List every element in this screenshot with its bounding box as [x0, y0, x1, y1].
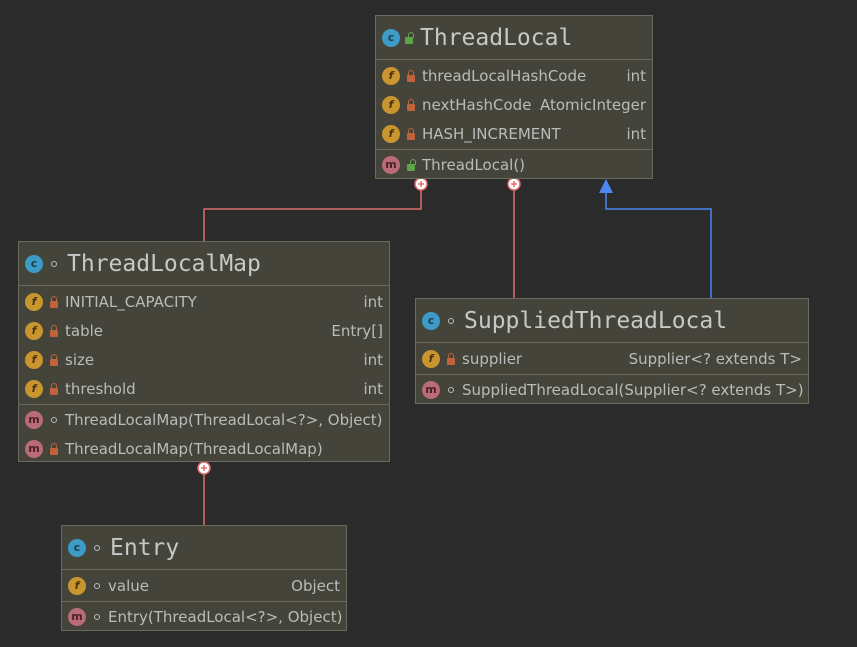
method-row[interactable]: m ThreadLocalMap(ThreadLocalMap)	[19, 434, 389, 463]
class-node-threadlocal[interactable]: c ThreadLocal f threadLocalHashCode int …	[375, 15, 653, 179]
method-icon: m	[25, 439, 43, 458]
class-icon: c	[422, 311, 440, 330]
field-type: Supplier<? extends T>	[628, 349, 802, 368]
class-node-entry[interactable]: c Entry f value Object m Entry(ThreadLoc…	[61, 525, 347, 631]
package-visibility-icon	[51, 260, 57, 267]
field-name: threshold	[65, 379, 136, 398]
field-icon: f	[25, 379, 43, 398]
field-name: size	[65, 350, 95, 369]
class-title: Entry	[110, 534, 180, 561]
package-visibility-icon	[94, 582, 100, 589]
class-header: c SuppliedThreadLocal	[416, 299, 808, 343]
method-signature: ThreadLocalMap(ThreadLocalMap)	[65, 439, 323, 458]
field-icon: f	[25, 350, 43, 369]
final-field-icon: f	[382, 95, 400, 114]
field-icon: f	[68, 576, 86, 595]
private-lock-icon	[406, 69, 416, 82]
fields-section: f threadLocalHashCode int f nextHashCode…	[376, 60, 652, 150]
class-icon: c	[68, 538, 86, 557]
field-row[interactable]: f INITIAL_CAPACITY int	[19, 287, 389, 316]
field-type: Object	[291, 576, 340, 595]
field-type: int	[626, 66, 646, 85]
private-lock-icon	[406, 127, 416, 140]
class-icon: c	[25, 254, 43, 273]
field-name: table	[65, 321, 103, 340]
methods-section: m ThreadLocal()	[376, 150, 652, 179]
method-row[interactable]: m ThreadLocal()	[376, 150, 652, 179]
package-visibility-icon	[51, 416, 57, 423]
edge-threadlocalmap-to-threadlocal	[203, 184, 422, 241]
field-icon: f	[25, 321, 43, 340]
final-field-icon: f	[25, 292, 43, 311]
method-icon: m	[422, 380, 440, 399]
field-row[interactable]: f size int	[19, 345, 389, 374]
field-name: HASH_INCREMENT	[422, 124, 561, 143]
package-visibility-icon	[94, 544, 100, 551]
field-row[interactable]: f threadLocalHashCode int	[376, 61, 652, 90]
final-field-icon: f	[382, 66, 400, 85]
methods-section: m ThreadLocalMap(ThreadLocal<?>, Object)…	[19, 405, 389, 463]
private-lock-icon	[49, 353, 59, 366]
private-lock-icon	[49, 295, 59, 308]
public-visibility-icon	[406, 158, 416, 171]
class-node-suppliedthreadlocal[interactable]: c SuppliedThreadLocal f supplier Supplie…	[415, 298, 809, 404]
field-name: supplier	[462, 349, 523, 368]
method-icon: m	[68, 607, 86, 626]
field-type: int	[363, 292, 383, 311]
method-signature: SuppliedThreadLocal(Supplier<? extends T…	[462, 380, 804, 399]
package-visibility-icon	[448, 386, 454, 393]
class-title: SuppliedThreadLocal	[464, 307, 728, 334]
field-row[interactable]: f nextHashCode AtomicInteger	[376, 90, 652, 119]
class-node-threadlocalmap[interactable]: c ThreadLocalMap f INITIAL_CAPACITY int …	[18, 241, 390, 462]
method-signature: Entry(ThreadLocal<?>, Object)	[108, 607, 343, 626]
inner-class-marker-threadlocal-left	[414, 177, 428, 191]
field-name: INITIAL_CAPACITY	[65, 292, 197, 311]
field-row[interactable]: f threshold int	[19, 374, 389, 403]
class-title: ThreadLocalMap	[67, 250, 261, 277]
final-field-icon: f	[382, 124, 400, 143]
field-name: nextHashCode	[422, 95, 532, 114]
method-row[interactable]: m SuppliedThreadLocal(Supplier<? extends…	[416, 375, 808, 404]
method-icon: m	[382, 155, 400, 174]
class-title: ThreadLocal	[420, 24, 573, 51]
class-icon: c	[382, 28, 400, 47]
field-type: AtomicInteger	[539, 95, 646, 114]
method-row[interactable]: m ThreadLocalMap(ThreadLocal<?>, Object)	[19, 405, 389, 434]
class-header: c ThreadLocal	[376, 16, 652, 60]
field-row[interactable]: f HASH_INCREMENT int	[376, 119, 652, 148]
private-lock-icon	[446, 352, 456, 365]
private-lock-icon	[49, 324, 59, 337]
field-type: int	[363, 379, 383, 398]
methods-section: m Entry(ThreadLocal<?>, Object)	[62, 602, 346, 631]
field-row[interactable]: f value Object	[62, 571, 346, 600]
field-row[interactable]: f supplier Supplier<? extends T>	[416, 344, 808, 373]
method-signature: ThreadLocal()	[422, 155, 526, 174]
fields-section: f INITIAL_CAPACITY int f table Entry[] f…	[19, 286, 389, 405]
edge-supplied-extends-threadlocal	[605, 192, 712, 298]
field-type: int	[363, 350, 383, 369]
field-type: int	[626, 124, 646, 143]
field-name: threadLocalHashCode	[422, 66, 587, 85]
fields-section: f supplier Supplier<? extends T>	[416, 343, 808, 375]
methods-section: m SuppliedThreadLocal(Supplier<? extends…	[416, 375, 808, 404]
class-header: c ThreadLocalMap	[19, 242, 389, 286]
package-visibility-icon	[448, 317, 454, 324]
private-lock-icon	[406, 98, 416, 111]
field-name: value	[108, 576, 149, 595]
inheritance-arrowhead	[599, 179, 613, 193]
public-visibility-icon	[404, 31, 414, 44]
field-icon: f	[422, 349, 440, 368]
package-visibility-icon	[94, 613, 100, 620]
inner-class-marker-threadlocal-right	[507, 177, 521, 191]
field-type: Entry[]	[331, 321, 383, 340]
field-row[interactable]: f table Entry[]	[19, 316, 389, 345]
private-lock-icon	[49, 442, 59, 455]
class-header: c Entry	[62, 526, 346, 570]
private-lock-icon	[49, 382, 59, 395]
method-signature: ThreadLocalMap(ThreadLocal<?>, Object)	[65, 410, 383, 429]
method-row[interactable]: m Entry(ThreadLocal<?>, Object)	[62, 602, 346, 631]
fields-section: f value Object	[62, 570, 346, 602]
method-icon: m	[25, 410, 43, 429]
inner-class-marker-threadlocalmap	[197, 461, 211, 475]
